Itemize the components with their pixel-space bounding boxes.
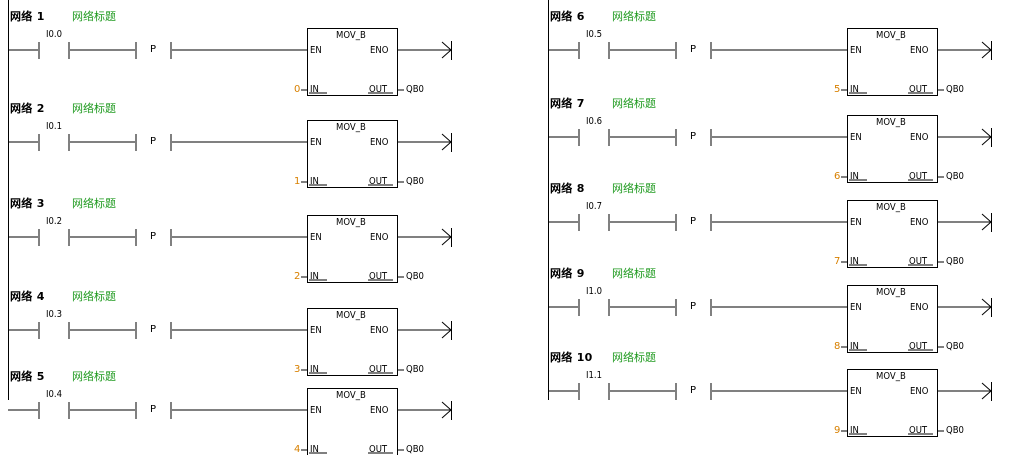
rung-wiring <box>8 92 478 182</box>
ladder-pane-left: 网络 1 网络标题 I0.0 P MOV <box>8 0 488 400</box>
out-address[interactable]: QB0 <box>946 425 964 436</box>
eno-label: ENO <box>370 137 388 148</box>
positive-transition-label: P <box>690 216 696 227</box>
network-6[interactable]: 网络 6 网络标题 I0.5 P MOV <box>548 0 1011 90</box>
in-value[interactable]: 1 <box>294 176 300 187</box>
en-label: EN <box>310 405 322 416</box>
en-label: EN <box>850 386 862 397</box>
out-address[interactable]: QB0 <box>406 444 424 455</box>
ladder-pane-right: 网络 6 网络标题 I0.5 P MOV <box>548 0 1011 400</box>
rung-wiring <box>548 0 1011 90</box>
rung-wiring <box>548 87 1011 177</box>
out-label: OUT <box>369 444 387 455</box>
rung-wiring <box>8 187 478 277</box>
eno-label: ENO <box>910 217 928 228</box>
eno-label: ENO <box>910 386 928 397</box>
positive-transition-label: P <box>150 231 156 242</box>
positive-transition-label: P <box>690 301 696 312</box>
network-9[interactable]: 网络 9 网络标题 I1.0 P MOV <box>548 257 1011 347</box>
in-value[interactable]: 4 <box>294 444 300 455</box>
eno-label: ENO <box>910 132 928 143</box>
block-name[interactable]: MOV_B <box>336 310 366 321</box>
network-2[interactable]: 网络 2 网络标题 I0.1 P MOV <box>8 92 488 182</box>
in-value[interactable]: 9 <box>834 425 840 436</box>
block-name[interactable]: MOV_B <box>336 30 366 41</box>
eno-label: ENO <box>910 45 928 56</box>
positive-transition-label: P <box>150 404 156 415</box>
rung-wiring <box>548 341 1011 431</box>
en-label: EN <box>310 325 322 336</box>
eno-label: ENO <box>370 45 388 56</box>
eno-label: ENO <box>370 325 388 336</box>
block-name[interactable]: MOV_B <box>336 390 366 401</box>
positive-transition-label: P <box>690 131 696 142</box>
rung-wiring <box>8 0 478 90</box>
eno-label: ENO <box>370 405 388 416</box>
positive-transition-label: P <box>690 385 696 396</box>
out-label: OUT <box>369 176 387 187</box>
eno-label: ENO <box>910 302 928 313</box>
rung-wiring <box>548 257 1011 347</box>
en-label: EN <box>310 45 322 56</box>
block-name[interactable]: MOV_B <box>876 202 906 213</box>
network-10[interactable]: 网络 10 网络标题 I1.1 P MO <box>548 341 1011 431</box>
block-name[interactable]: MOV_B <box>876 287 906 298</box>
in-label: IN <box>310 444 319 455</box>
positive-transition-label: P <box>150 324 156 335</box>
in-label: IN <box>850 425 859 436</box>
network-7[interactable]: 网络 7 网络标题 I0.6 P MOV <box>548 87 1011 177</box>
positive-transition-label: P <box>150 44 156 55</box>
en-label: EN <box>310 137 322 148</box>
block-name[interactable]: MOV_B <box>876 117 906 128</box>
en-label: EN <box>850 45 862 56</box>
positive-transition-label: P <box>690 44 696 55</box>
block-name[interactable]: MOV_B <box>336 122 366 133</box>
rung-wiring <box>548 172 1011 262</box>
en-label: EN <box>310 232 322 243</box>
rung-wiring <box>8 360 478 450</box>
positive-transition-label: P <box>150 136 156 147</box>
out-label: OUT <box>909 425 927 436</box>
in-label: IN <box>310 176 319 187</box>
eno-label: ENO <box>370 232 388 243</box>
out-address[interactable]: QB0 <box>406 176 424 187</box>
network-8[interactable]: 网络 8 网络标题 I0.7 P MOV <box>548 172 1011 262</box>
en-label: EN <box>850 132 862 143</box>
network-1[interactable]: 网络 1 网络标题 I0.0 P MOV <box>8 0 488 90</box>
network-3[interactable]: 网络 3 网络标题 I0.2 P MOV <box>8 187 488 277</box>
network-5[interactable]: 网络 5 网络标题 I0.4 P MOV <box>8 360 488 450</box>
network-4[interactable]: 网络 4 网络标题 I0.3 P MOV <box>8 280 488 370</box>
en-label: EN <box>850 217 862 228</box>
rung-wiring <box>8 280 478 370</box>
block-name[interactable]: MOV_B <box>336 217 366 228</box>
en-label: EN <box>850 302 862 313</box>
block-name[interactable]: MOV_B <box>876 371 906 382</box>
block-name[interactable]: MOV_B <box>876 30 906 41</box>
